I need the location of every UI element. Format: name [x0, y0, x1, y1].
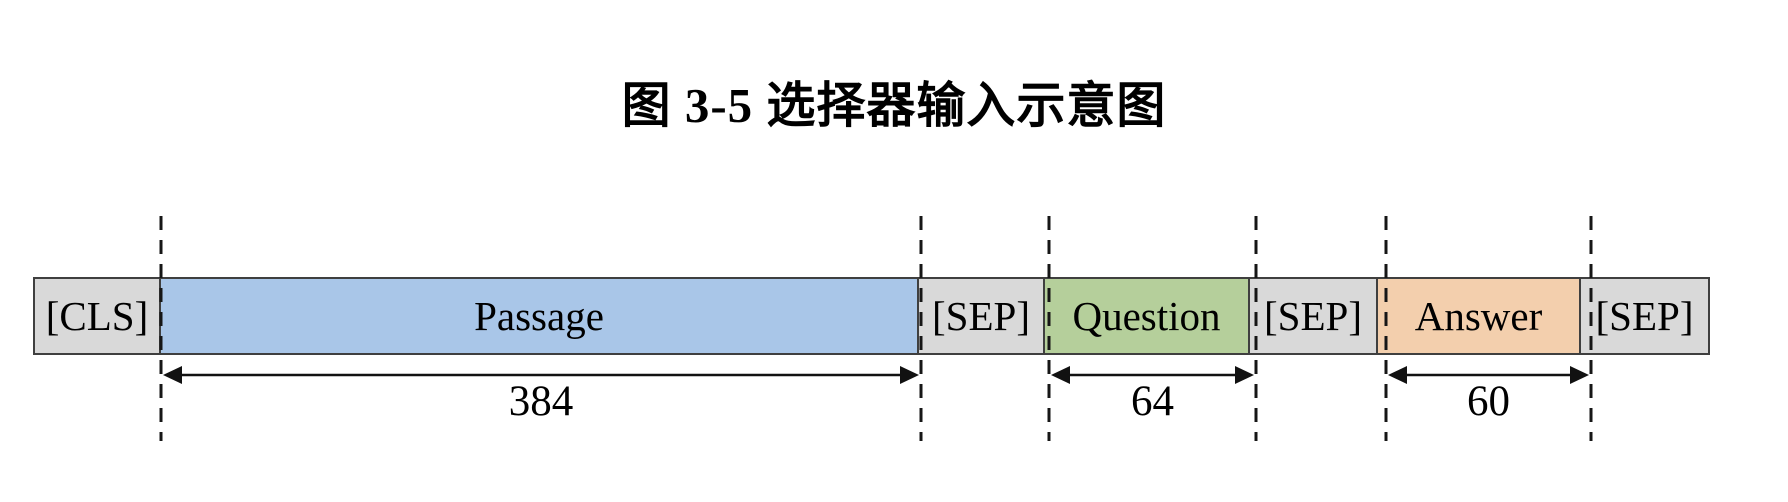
segment-question: Question	[1043, 277, 1250, 355]
segment-sep-token-2: [SEP]	[1248, 277, 1378, 355]
segment-sep-token-1: [SEP]	[917, 277, 1045, 355]
segment-sep-token-3: [SEP]	[1579, 277, 1710, 355]
segment-sep1-label: [SEP]	[932, 292, 1030, 339]
segment-question-label: Question	[1072, 292, 1221, 339]
segment-sep3-label: [SEP]	[1595, 292, 1694, 339]
figure-caption: 图 3-5 选择器输入示意图	[621, 78, 1167, 133]
question-length-value: 64	[1131, 378, 1174, 425]
segment-answer: Answer	[1376, 277, 1581, 355]
input-sequence-bar: [CLS] Passage [SEP] Question [SEP] Answe…	[33, 277, 1710, 355]
passage-length-value: 384	[508, 378, 574, 425]
segment-cls-label: [CLS]	[45, 292, 149, 339]
segment-sep2-label: [SEP]	[1264, 292, 1362, 339]
segment-cls-token: [CLS]	[33, 277, 161, 355]
segment-answer-label: Answer	[1414, 292, 1543, 339]
segment-passage: Passage	[159, 277, 919, 355]
answer-length-value: 60	[1467, 378, 1510, 425]
segment-passage-label: Passage	[474, 292, 604, 339]
